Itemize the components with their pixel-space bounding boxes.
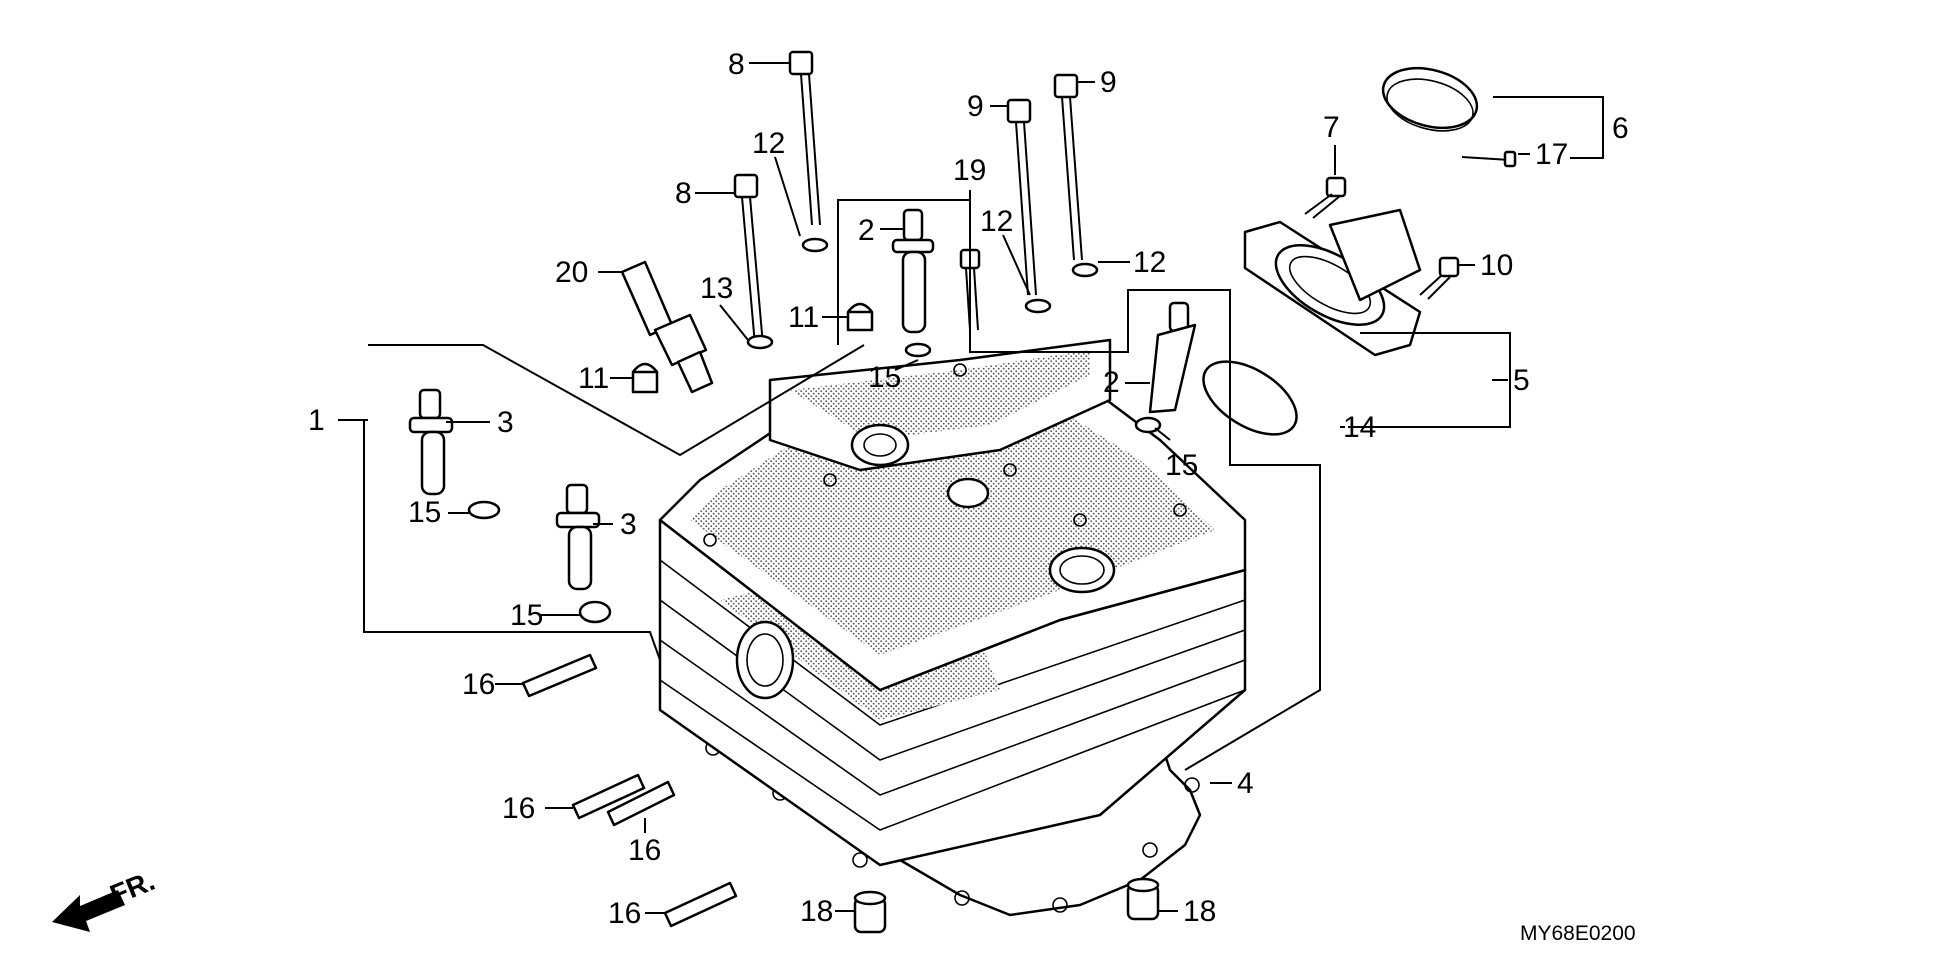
bolt-9-left xyxy=(1006,98,1037,296)
dowel-18b xyxy=(1126,877,1160,921)
bolt-8-lower xyxy=(733,173,764,346)
callout-12: 12 xyxy=(980,205,1013,238)
callout-16: 16 xyxy=(628,834,661,867)
callout-15: 15 xyxy=(408,496,441,529)
screw-17 xyxy=(1461,150,1517,168)
pipe-2a xyxy=(891,208,935,358)
cylinder-head xyxy=(658,338,1247,917)
direction-label: FR. xyxy=(106,865,159,911)
assembly-bracket-lines xyxy=(363,96,1604,771)
callout-13: 13 xyxy=(700,272,733,305)
bolt-9-right xyxy=(1053,73,1083,261)
callout-5: 5 xyxy=(1513,364,1530,397)
washer-13 xyxy=(746,334,774,350)
callout-16: 16 xyxy=(462,668,495,701)
stud-16b xyxy=(571,773,646,820)
callout-15: 15 xyxy=(510,599,543,632)
callout-2: 2 xyxy=(1103,366,1120,399)
callout-11: 11 xyxy=(578,362,609,395)
pipe-2b xyxy=(1134,301,1197,434)
callout-6: 6 xyxy=(1612,112,1629,145)
arrow-left-icon xyxy=(52,890,125,932)
callout-18: 18 xyxy=(1183,895,1216,928)
callout-8: 8 xyxy=(675,177,692,210)
callout-1: 1 xyxy=(308,404,325,437)
clamp-6 xyxy=(1381,66,1479,132)
bolt-10 xyxy=(1419,256,1460,300)
callout-20: 20 xyxy=(555,256,588,289)
callout-3: 3 xyxy=(497,406,514,439)
callout-11: 11 xyxy=(788,301,819,334)
stud-16d xyxy=(663,881,738,928)
pipe-3a xyxy=(408,388,501,520)
cap-nut-11b xyxy=(631,362,659,394)
callout-19: 19 xyxy=(953,154,986,187)
callout-14: 14 xyxy=(1343,411,1376,444)
callout-9: 9 xyxy=(1100,66,1117,99)
callout-18: 18 xyxy=(800,895,833,928)
leader-lines xyxy=(338,62,1530,914)
washer-12c xyxy=(1071,262,1099,278)
pipe-3b xyxy=(555,483,612,624)
stud-16c xyxy=(606,780,676,827)
o-ring-14 xyxy=(1202,360,1298,436)
callout-12: 12 xyxy=(752,127,785,160)
stud-16a xyxy=(521,653,598,698)
washer-12b xyxy=(1024,298,1052,314)
callout-labels: 1 2 2 3 3 4 5 6 7 8 8 9 9 10 11 11 12 12… xyxy=(308,48,1629,930)
callout-8: 8 xyxy=(728,48,745,81)
callout-12: 12 xyxy=(1133,246,1166,279)
dowel-18a xyxy=(853,890,887,934)
bolt-7 xyxy=(1304,176,1347,219)
callout-15: 15 xyxy=(868,361,901,394)
bolt-8-upper xyxy=(788,50,821,226)
diagram-code: MY68E0200 xyxy=(1520,922,1636,945)
cap-nut-11a xyxy=(846,302,874,332)
callout-2: 2 xyxy=(858,214,875,247)
callout-9: 9 xyxy=(967,90,984,123)
washer-12a xyxy=(801,237,829,253)
callout-10: 10 xyxy=(1480,249,1513,282)
callout-15: 15 xyxy=(1165,449,1198,482)
spark-plug-20 xyxy=(620,260,714,394)
callout-7: 7 xyxy=(1323,111,1340,144)
callout-16: 16 xyxy=(502,792,535,825)
callout-16: 16 xyxy=(608,897,641,930)
callout-17: 17 xyxy=(1535,138,1568,171)
callout-4: 4 xyxy=(1237,767,1254,800)
insulator-5 xyxy=(1243,208,1422,357)
front-direction-arrow: FR. xyxy=(52,865,159,932)
callout-3: 3 xyxy=(620,508,637,541)
